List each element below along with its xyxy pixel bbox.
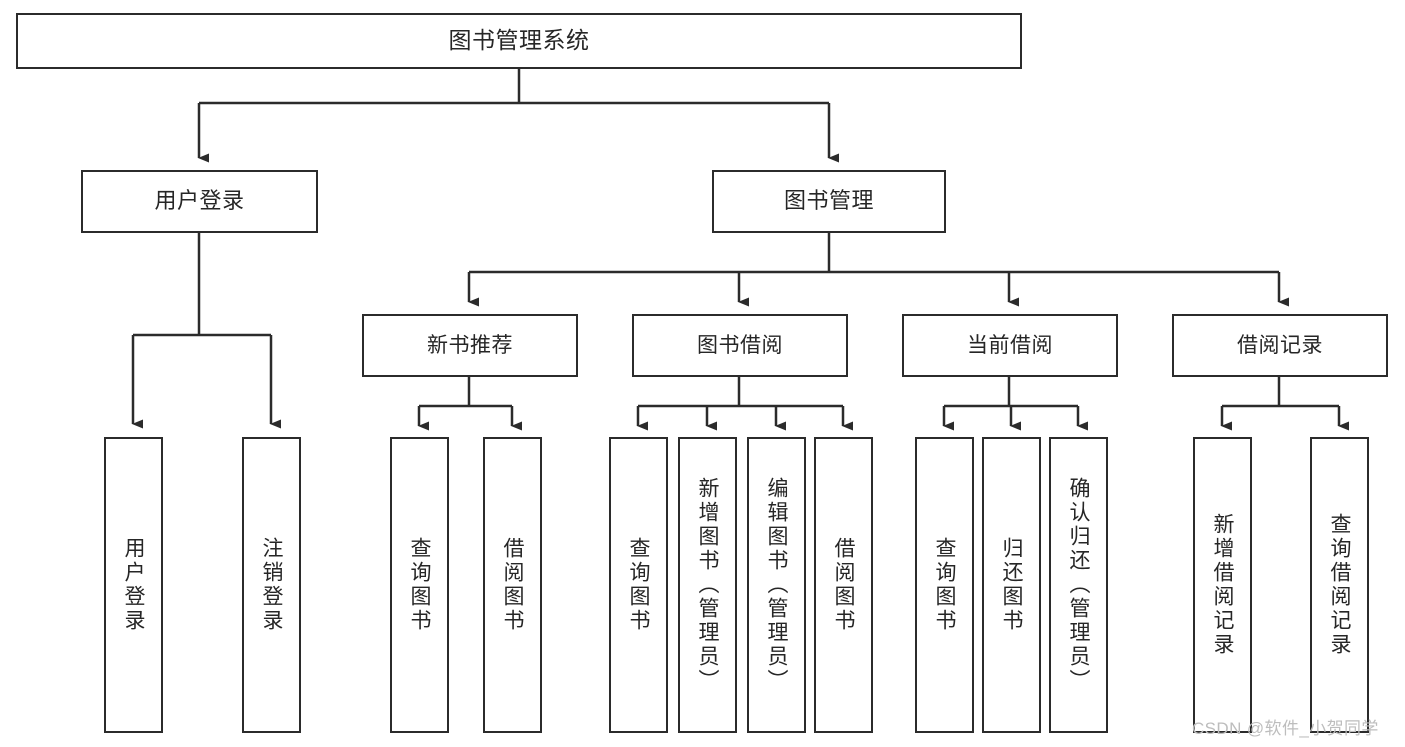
leaf-borrow-book-recommend[interactable]: 借阅图书 [483, 437, 542, 733]
node-label: 借阅图书 [832, 537, 855, 633]
leaf-logout[interactable]: 注销登录 [242, 437, 301, 733]
node-label: 借阅记录 [1237, 333, 1323, 357]
node-label: 查询借阅记录 [1328, 513, 1351, 657]
node-label: 新增图书（管理员） [696, 477, 719, 693]
node-label: 借阅图书 [501, 537, 524, 633]
node-label: 新增借阅记录 [1211, 513, 1234, 657]
node-label: 图书管理 [783, 188, 874, 214]
node-label: 查询图书 [408, 537, 431, 633]
node-label: 查询图书 [933, 537, 956, 633]
leaf-return-book[interactable]: 归还图书 [982, 437, 1041, 733]
node-label: 编辑图书（管理员） [765, 477, 788, 693]
node-label: 用户登录 [154, 188, 245, 214]
node-label: 图书管理系统 [448, 27, 590, 54]
node-label: 新书推荐 [427, 333, 513, 357]
leaf-borrow-book[interactable]: 借阅图书 [814, 437, 873, 733]
node-user-login[interactable]: 用户登录 [81, 170, 318, 233]
leaf-user-login[interactable]: 用户登录 [104, 437, 163, 733]
node-book-management[interactable]: 图书管理 [712, 170, 946, 233]
node-label: 图书借阅 [697, 333, 783, 357]
leaf-query-book-borrow[interactable]: 查询图书 [609, 437, 668, 733]
leaf-confirm-return-admin[interactable]: 确认归还（管理员） [1049, 437, 1108, 733]
node-label: 当前借阅 [967, 333, 1053, 357]
leaf-query-book-current[interactable]: 查询图书 [915, 437, 974, 733]
node-label: 用户登录 [122, 537, 145, 633]
node-label: 归还图书 [1000, 537, 1023, 633]
node-book-borrow[interactable]: 图书借阅 [632, 314, 848, 377]
leaf-edit-book-admin[interactable]: 编辑图书（管理员） [747, 437, 806, 733]
node-label: 查询图书 [627, 537, 650, 633]
node-label: 注销登录 [260, 537, 283, 633]
leaf-add-borrow-record[interactable]: 新增借阅记录 [1193, 437, 1252, 733]
leaf-query-borrow-record[interactable]: 查询借阅记录 [1310, 437, 1369, 733]
node-borrow-records[interactable]: 借阅记录 [1172, 314, 1388, 377]
node-current-borrow[interactable]: 当前借阅 [902, 314, 1118, 377]
node-new-book-recommend[interactable]: 新书推荐 [362, 314, 578, 377]
node-label: 确认归还（管理员） [1067, 477, 1090, 693]
leaf-query-book-recommend[interactable]: 查询图书 [390, 437, 449, 733]
leaf-add-book-admin[interactable]: 新增图书（管理员） [678, 437, 737, 733]
node-root-图书管理系统[interactable]: 图书管理系统 [16, 13, 1022, 69]
